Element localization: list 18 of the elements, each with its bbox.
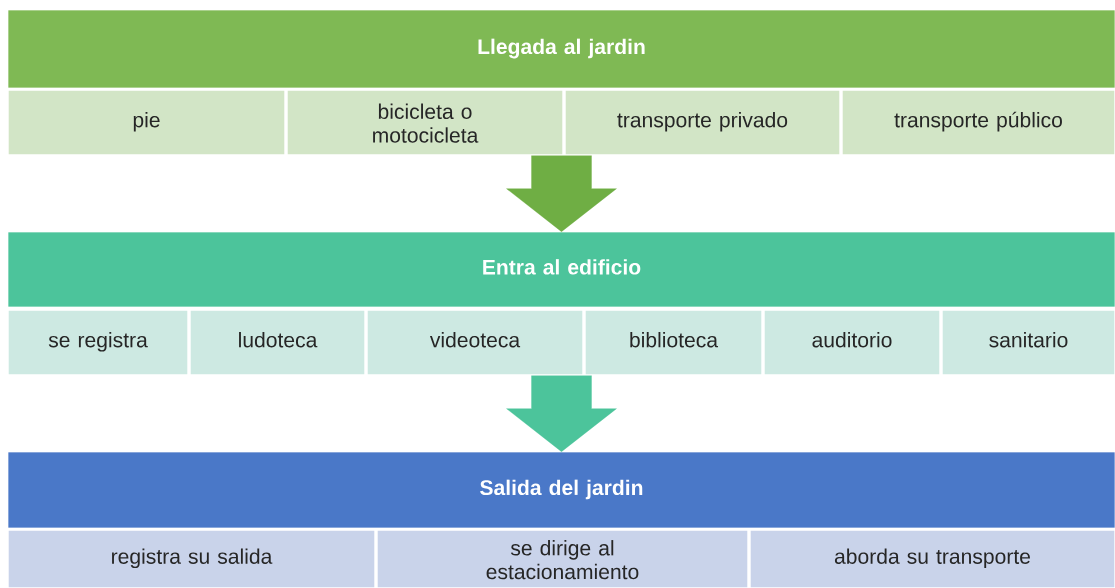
header-bar: Salida del jardin <box>7 451 1115 529</box>
category-box: aborda su transporte <box>749 529 1115 588</box>
category-box: sanitario <box>941 309 1115 376</box>
block-arrow <box>506 375 617 452</box>
header-bar: Entra al edificio <box>7 231 1115 308</box>
category-box: bicicleta o motocicleta <box>286 89 564 156</box>
category-box: se dirige al estacionamiento <box>376 529 749 588</box>
category-box: ludoteca <box>189 309 366 376</box>
category-box: transporte público <box>841 89 1115 156</box>
category-box: videoteca <box>366 309 584 376</box>
category-box: se registra <box>7 309 189 376</box>
block-arrow <box>506 155 617 232</box>
header-bar: Llegada al jardin <box>7 9 1115 89</box>
category-box: transporte privado <box>564 89 841 156</box>
category-box: registra su salida <box>7 529 376 588</box>
category-box: pie <box>7 89 286 156</box>
category-box: biblioteca <box>584 309 763 376</box>
category-box: auditorio <box>763 309 941 376</box>
